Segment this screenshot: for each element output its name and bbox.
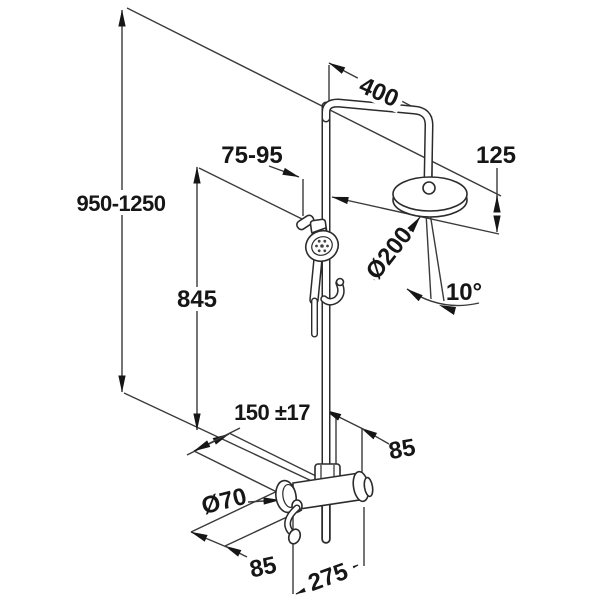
top-plane-reference-line: [126, 7, 502, 197]
hand-shower: [304, 226, 340, 338]
spray-line-left: [425, 212, 432, 300]
overhead-shower-head: [392, 176, 468, 218]
dim-escutcheon-diameter: Ø70: [199, 483, 250, 520]
hose-elbow: [320, 277, 345, 306]
lever-knob: [287, 528, 302, 545]
slide-holder: [296, 214, 328, 236]
flange-inner: [282, 483, 297, 508]
union-extension-left: [193, 450, 292, 500]
spray-face-dots: [315, 239, 329, 253]
union-cap: [363, 476, 374, 498]
dim-spray-angle: 10°: [446, 279, 482, 306]
mixer: [275, 463, 374, 545]
dim-holder-range: 75-95: [221, 142, 282, 169]
holder-leader-line: [268, 165, 300, 178]
dim-offset-leader-b: [324, 409, 366, 431]
dim-rail-height: 845: [177, 286, 217, 313]
spray-angle-arc: [406, 288, 480, 307]
union-extension-right: [228, 432, 319, 478]
dim-union-distance: 150 ±17: [234, 400, 310, 425]
holder-knob: [296, 214, 315, 231]
dim-total-height: 950-1250: [77, 191, 166, 216]
dimension-labels: 950-1250 845 75-95 400 125 Ø200 10° 150 …: [74, 69, 516, 598]
shower-column: [275, 98, 468, 545]
escutcheon-leader: [247, 497, 281, 505]
dim-offset-leader-a: [360, 427, 390, 445]
holder-plane-reference-line: [198, 167, 303, 220]
dim-lever-depth: 85: [247, 552, 279, 584]
dim-union-offset: 85: [387, 434, 418, 465]
head-ball-joint: [422, 181, 436, 195]
mixer-body: [292, 472, 360, 511]
lever-extension-a: [190, 485, 289, 533]
mixer-lever: [284, 499, 303, 545]
spray-angle-arrowhead: [439, 305, 456, 315]
spray-line-right: [429, 212, 445, 302]
dim-lever-leader-b: [190, 531, 230, 549]
dim-head-drop: 125: [476, 142, 516, 169]
dim-union-distance-b: [193, 427, 241, 452]
elbow-nub: [335, 277, 345, 287]
shower-arm: [321, 98, 434, 187]
